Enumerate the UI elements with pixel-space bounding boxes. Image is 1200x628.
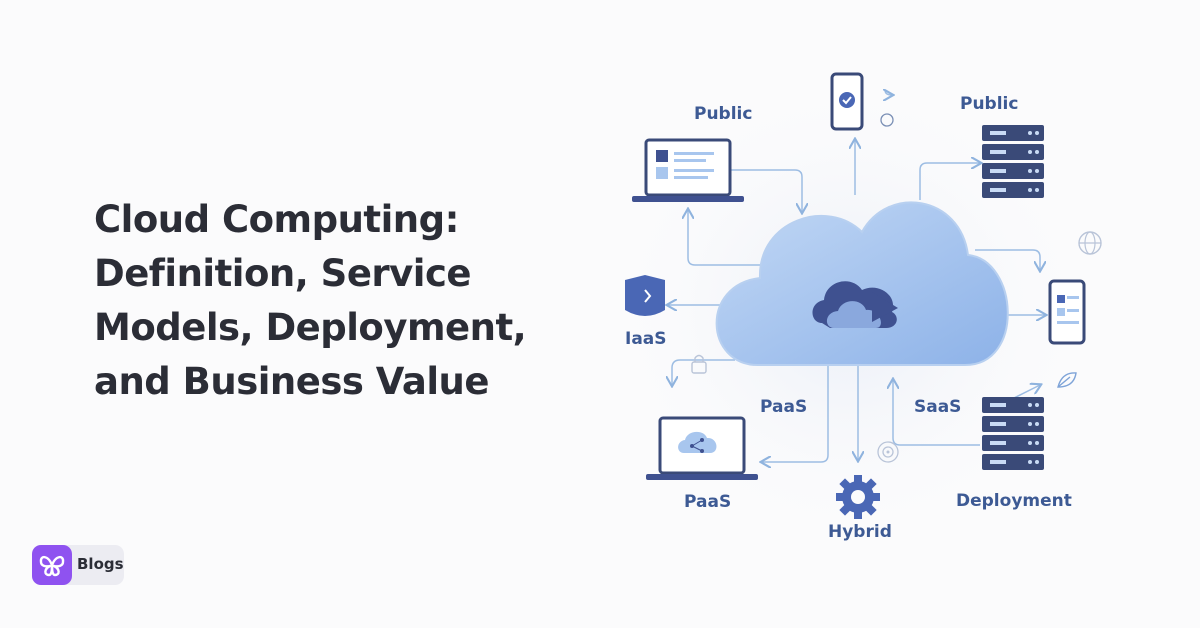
page-title: Cloud Computing: Definition, Service Mod… <box>94 193 534 409</box>
label-public-left: Public <box>694 104 752 124</box>
smartphone-list-icon <box>1048 279 1086 345</box>
smartphone-check-icon <box>830 72 864 131</box>
title-line-3: Models, Deployment, <box>94 306 527 349</box>
server-rack-icon <box>982 397 1044 470</box>
label-paas-bottom: PaaS <box>684 492 731 512</box>
blogs-badge[interactable]: Blogs <box>32 545 124 585</box>
butterfly-icon <box>32 545 72 585</box>
label-public-right: Public <box>960 94 1018 114</box>
label-paas-mid: PaaS <box>760 397 807 417</box>
lock-icon <box>691 354 707 374</box>
leaf-icon <box>1057 372 1077 388</box>
label-iaas: IaaS <box>625 329 667 349</box>
server-rack-icon <box>982 125 1044 198</box>
label-hybrid: Hybrid <box>828 522 892 542</box>
wifi-icon <box>877 441 899 463</box>
cloud-diagram: Public Public IaaS PaaS SaaS PaaS Hybrid… <box>605 72 1102 545</box>
shield-icon <box>625 275 665 316</box>
central-cloud-icon <box>715 201 1009 366</box>
title-line-2: Definition, Service <box>94 252 472 295</box>
title-line-1: Cloud Computing: <box>94 198 459 241</box>
globe-icon <box>1078 231 1102 255</box>
badge-label: Blogs <box>77 555 124 573</box>
label-deployment: Deployment <box>956 491 1072 511</box>
laptop-dashboard-icon <box>632 138 744 202</box>
label-saas: SaaS <box>914 397 961 417</box>
title-line-4: and Business Value <box>94 360 489 403</box>
check-circle-icon <box>880 113 894 127</box>
gear-icon <box>836 475 880 519</box>
laptop-cloud-share-icon <box>646 416 758 480</box>
